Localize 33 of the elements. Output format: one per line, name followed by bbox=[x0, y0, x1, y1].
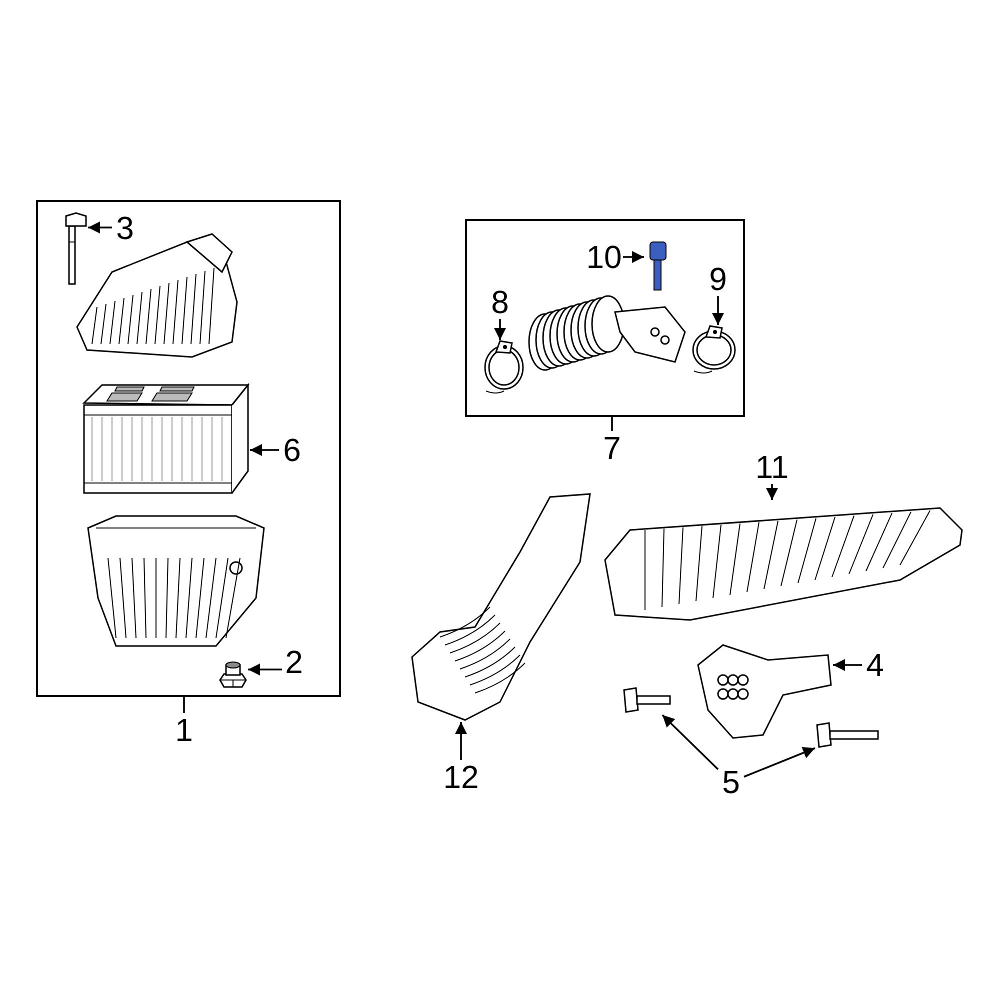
callout-number: 8 bbox=[488, 285, 512, 319]
group-frame bbox=[465, 219, 745, 417]
leader-arrow bbox=[712, 296, 724, 325]
callout-number: 4 bbox=[862, 648, 888, 682]
leader-arrow bbox=[766, 484, 778, 500]
callout-number: 9 bbox=[706, 262, 730, 296]
leader-line bbox=[611, 417, 613, 431]
leader-arrow bbox=[455, 722, 467, 760]
callout-number: 5 bbox=[718, 765, 744, 799]
bolt-drawing bbox=[622, 685, 672, 715]
grommet-drawing bbox=[218, 660, 248, 690]
callout-number: 1 bbox=[172, 713, 196, 747]
leader-line bbox=[183, 697, 185, 713]
callout-number: 10 bbox=[585, 240, 623, 274]
leader-arrow bbox=[662, 714, 719, 770]
hose-clamp-drawing bbox=[482, 340, 526, 395]
callout-number: 2 bbox=[282, 645, 306, 679]
group-frame bbox=[36, 200, 341, 697]
callout-number: 6 bbox=[279, 433, 305, 467]
callout-number: 3 bbox=[112, 211, 138, 243]
callout-number: 12 bbox=[440, 760, 482, 794]
leader-arrow bbox=[744, 747, 816, 778]
leader-arrow bbox=[250, 444, 279, 456]
leader-arrow bbox=[623, 251, 644, 263]
bolt-drawing bbox=[64, 212, 88, 286]
callout-number: 7 bbox=[600, 431, 624, 465]
air-filter-drawing bbox=[82, 383, 250, 495]
leader-arrow bbox=[88, 222, 112, 234]
leader-arrow bbox=[494, 319, 506, 340]
hose-clamp-drawing bbox=[690, 325, 738, 375]
leader-arrow bbox=[248, 664, 282, 676]
leader-arrow bbox=[833, 659, 862, 671]
callout-number: 11 bbox=[752, 450, 792, 484]
